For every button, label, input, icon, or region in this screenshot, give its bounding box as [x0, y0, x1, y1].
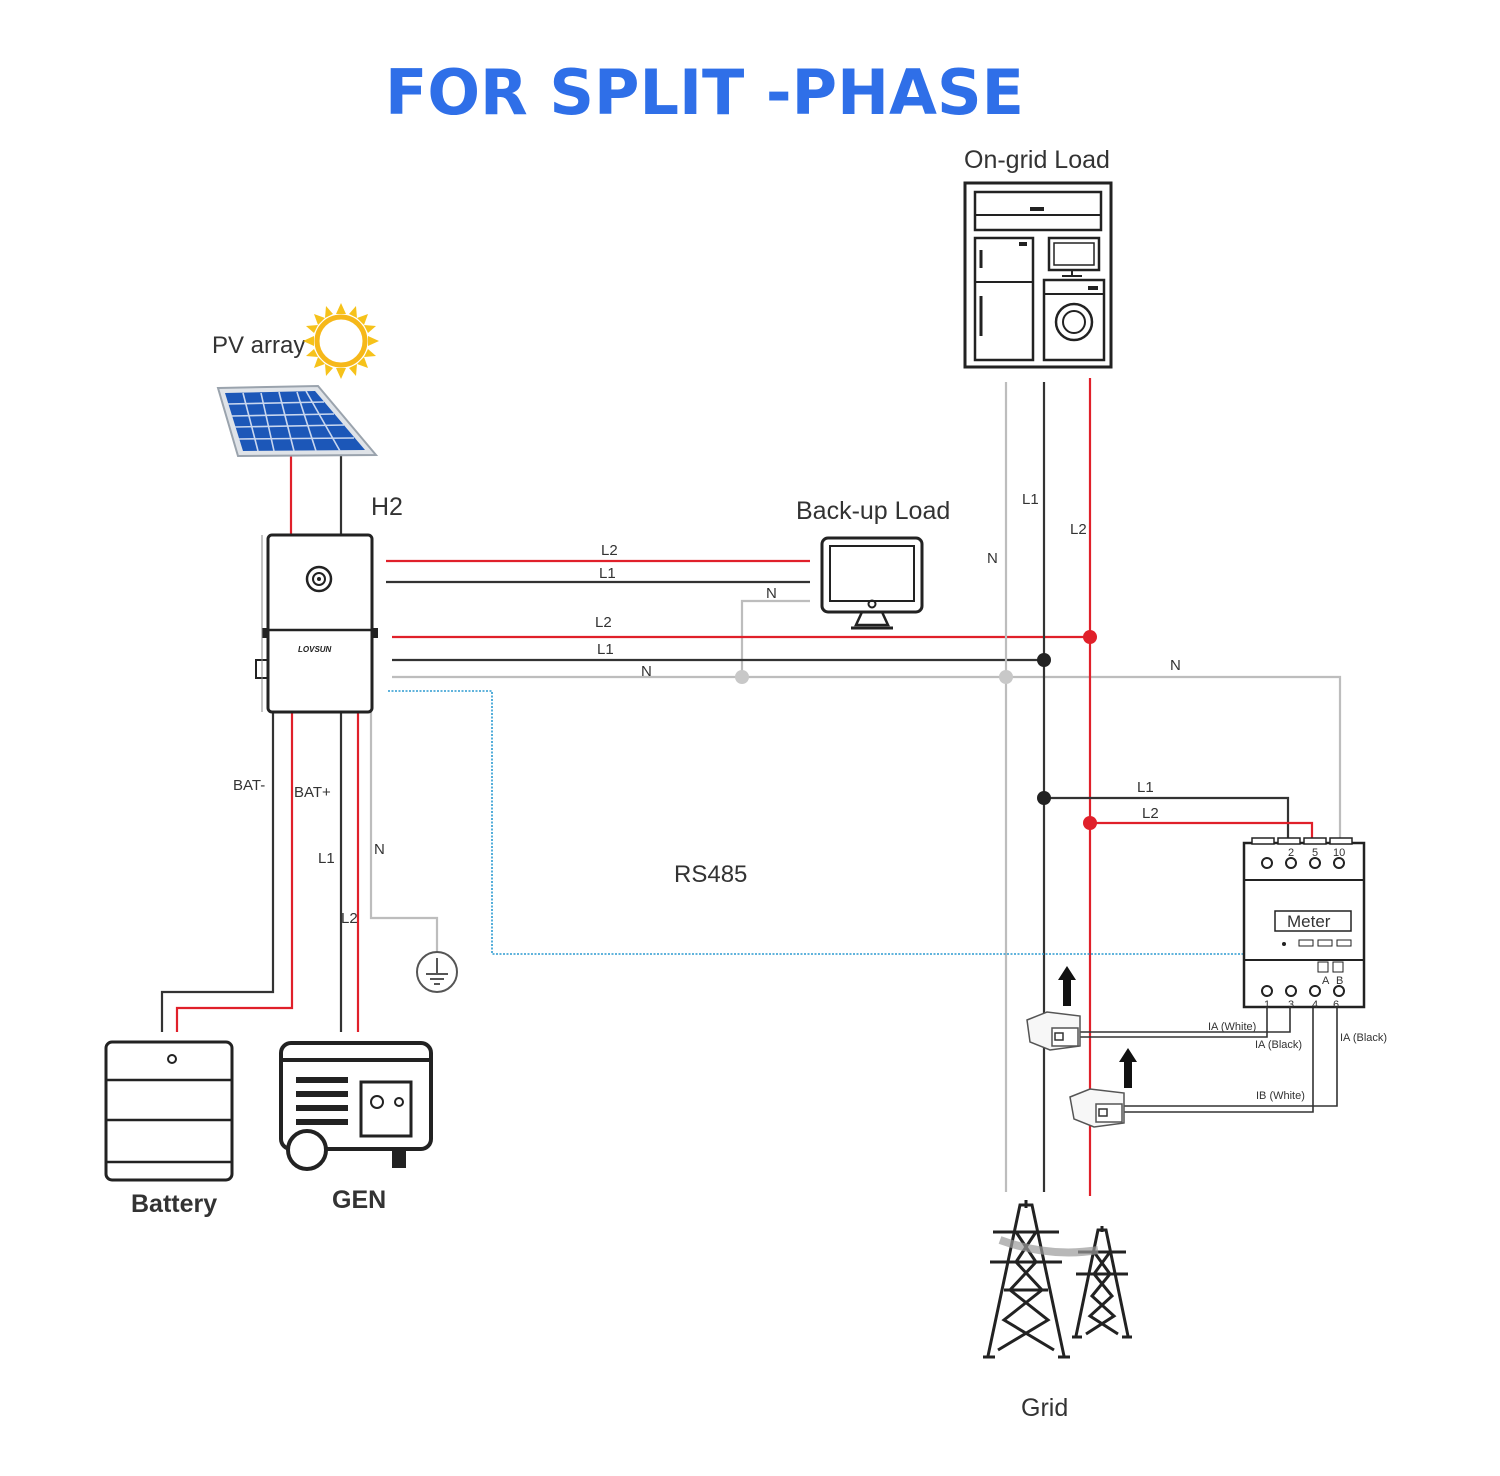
ct-ia-white-label: IA (White) [1208, 1021, 1256, 1033]
battery: Battery [104, 1040, 234, 1218]
gen-n-wire [369, 712, 439, 955]
home-appliances-icon [963, 181, 1113, 369]
inverter-body [266, 533, 374, 714]
junction-n-backup [735, 670, 749, 684]
meter-terminal-a: A [1322, 975, 1330, 987]
ct-clamp-a [1026, 966, 1081, 1051]
monitor-icon [820, 536, 924, 630]
battery-negative-wire [160, 712, 275, 1032]
junction-n-grid [999, 670, 1013, 684]
meter-terminal-10: 10 [1333, 847, 1345, 859]
backup-load: Back-up Load [796, 497, 950, 630]
grid-l2-bus-label: L2 [1070, 521, 1087, 538]
meter: 2 5 10 Meter A B 1 3 4 6 [1242, 837, 1366, 1011]
ground-icon [416, 951, 458, 993]
page-title: FOR SPLIT -PHASE [385, 56, 1024, 129]
meter-terminal-b: B [1336, 975, 1343, 987]
backup-n-wire [740, 599, 810, 677]
backup-l2-label: L2 [601, 542, 618, 559]
grid-n-label: N [641, 663, 652, 680]
meter-terminal-6: 6 [1333, 999, 1339, 1011]
bat-positive-label: BAT+ [294, 784, 331, 801]
junction-meter-l1 [1037, 791, 1051, 805]
wire-labels: L2 L1 N L2 L1 N N L1 L2 N L1 L2 BAT- BAT… [233, 491, 1387, 1102]
inverter-brand-logo: LOVSUN [298, 645, 332, 654]
meter-l1-wire [1044, 796, 1290, 840]
ct-a-black-wire [1078, 1002, 1291, 1033]
pv-array: PV array [212, 303, 379, 458]
grid-l1-label: L1 [597, 641, 614, 658]
junction-meter-l2 [1083, 816, 1097, 830]
sun-icon [303, 303, 379, 379]
meter-l2-label: L2 [1142, 805, 1159, 822]
ct-clamp-b [1069, 1048, 1137, 1128]
ct-ib-white-label: IB (White) [1256, 1090, 1305, 1102]
meter-terminal-3: 3 [1288, 999, 1294, 1011]
battery-positive-wire [175, 712, 294, 1032]
junctions [735, 630, 1097, 830]
inverter-display-icon [305, 565, 333, 593]
junction-l2 [1083, 630, 1097, 644]
ct-a-direction-arrow-icon [1058, 966, 1076, 1006]
generator: GEN [279, 1041, 433, 1214]
meter-l2-wire [1090, 821, 1314, 840]
gen-l2-label: L2 [341, 910, 358, 927]
meter-terminal-1: 1 [1264, 999, 1270, 1011]
ct-a-white-wire [1080, 1002, 1268, 1038]
ct-b-direction-arrow-icon [1119, 1048, 1137, 1088]
gen-n-label: N [374, 841, 385, 858]
ongrid-load: On-grid Load [963, 146, 1113, 369]
gen-l1-label: L1 [318, 850, 335, 867]
rs485-label: RS485 [674, 861, 747, 888]
meter-terminal-2: 2 [1288, 847, 1294, 859]
rs485-wire [388, 690, 1323, 966]
grid-label: Grid [1021, 1394, 1068, 1422]
battery-label: Battery [131, 1190, 217, 1218]
pv-array-label: PV array [212, 332, 305, 359]
ct-b-white-wire [1124, 1002, 1314, 1113]
solar-panel-icon [216, 384, 379, 458]
inverter-label: H2 [371, 493, 403, 521]
ct-ia-black-label-1: IA (Black) [1255, 1039, 1302, 1051]
meter-l1-label: L1 [1137, 779, 1154, 796]
meter-label: Meter [1287, 912, 1331, 931]
meter-terminal-5: 5 [1312, 847, 1318, 859]
ct-b-black-wire [1124, 1002, 1338, 1107]
transmission-tower-icon [983, 1200, 1132, 1359]
meter-n-label: N [1170, 657, 1181, 674]
ongrid-load-label: On-grid Load [964, 146, 1110, 174]
generator-label: GEN [332, 1186, 386, 1214]
meter-top-terminals: 2 5 10 [1261, 847, 1345, 869]
battery-icon [104, 1040, 234, 1182]
backup-l1-label: L1 [599, 565, 616, 582]
grid-l1-bus-label: L1 [1022, 491, 1039, 508]
bat-negative-label: BAT- [233, 777, 265, 794]
grid-n-bus-label: N [987, 550, 998, 567]
generator-icon [279, 1041, 433, 1171]
ct-ia-black-label-2: IA (Black) [1340, 1032, 1387, 1044]
backup-load-label: Back-up Load [796, 497, 950, 525]
meter-bottom-terminals: 1 3 4 6 [1261, 985, 1345, 1011]
junction-l1 [1037, 653, 1051, 667]
meter-terminal-4: 4 [1312, 999, 1318, 1011]
grid-n-wire [392, 675, 1342, 840]
grid: Grid [983, 1200, 1132, 1422]
grid-l2-label: L2 [595, 614, 612, 631]
inverter: H2 LOVSUN [255, 493, 403, 714]
backup-n-label: N [766, 585, 777, 602]
